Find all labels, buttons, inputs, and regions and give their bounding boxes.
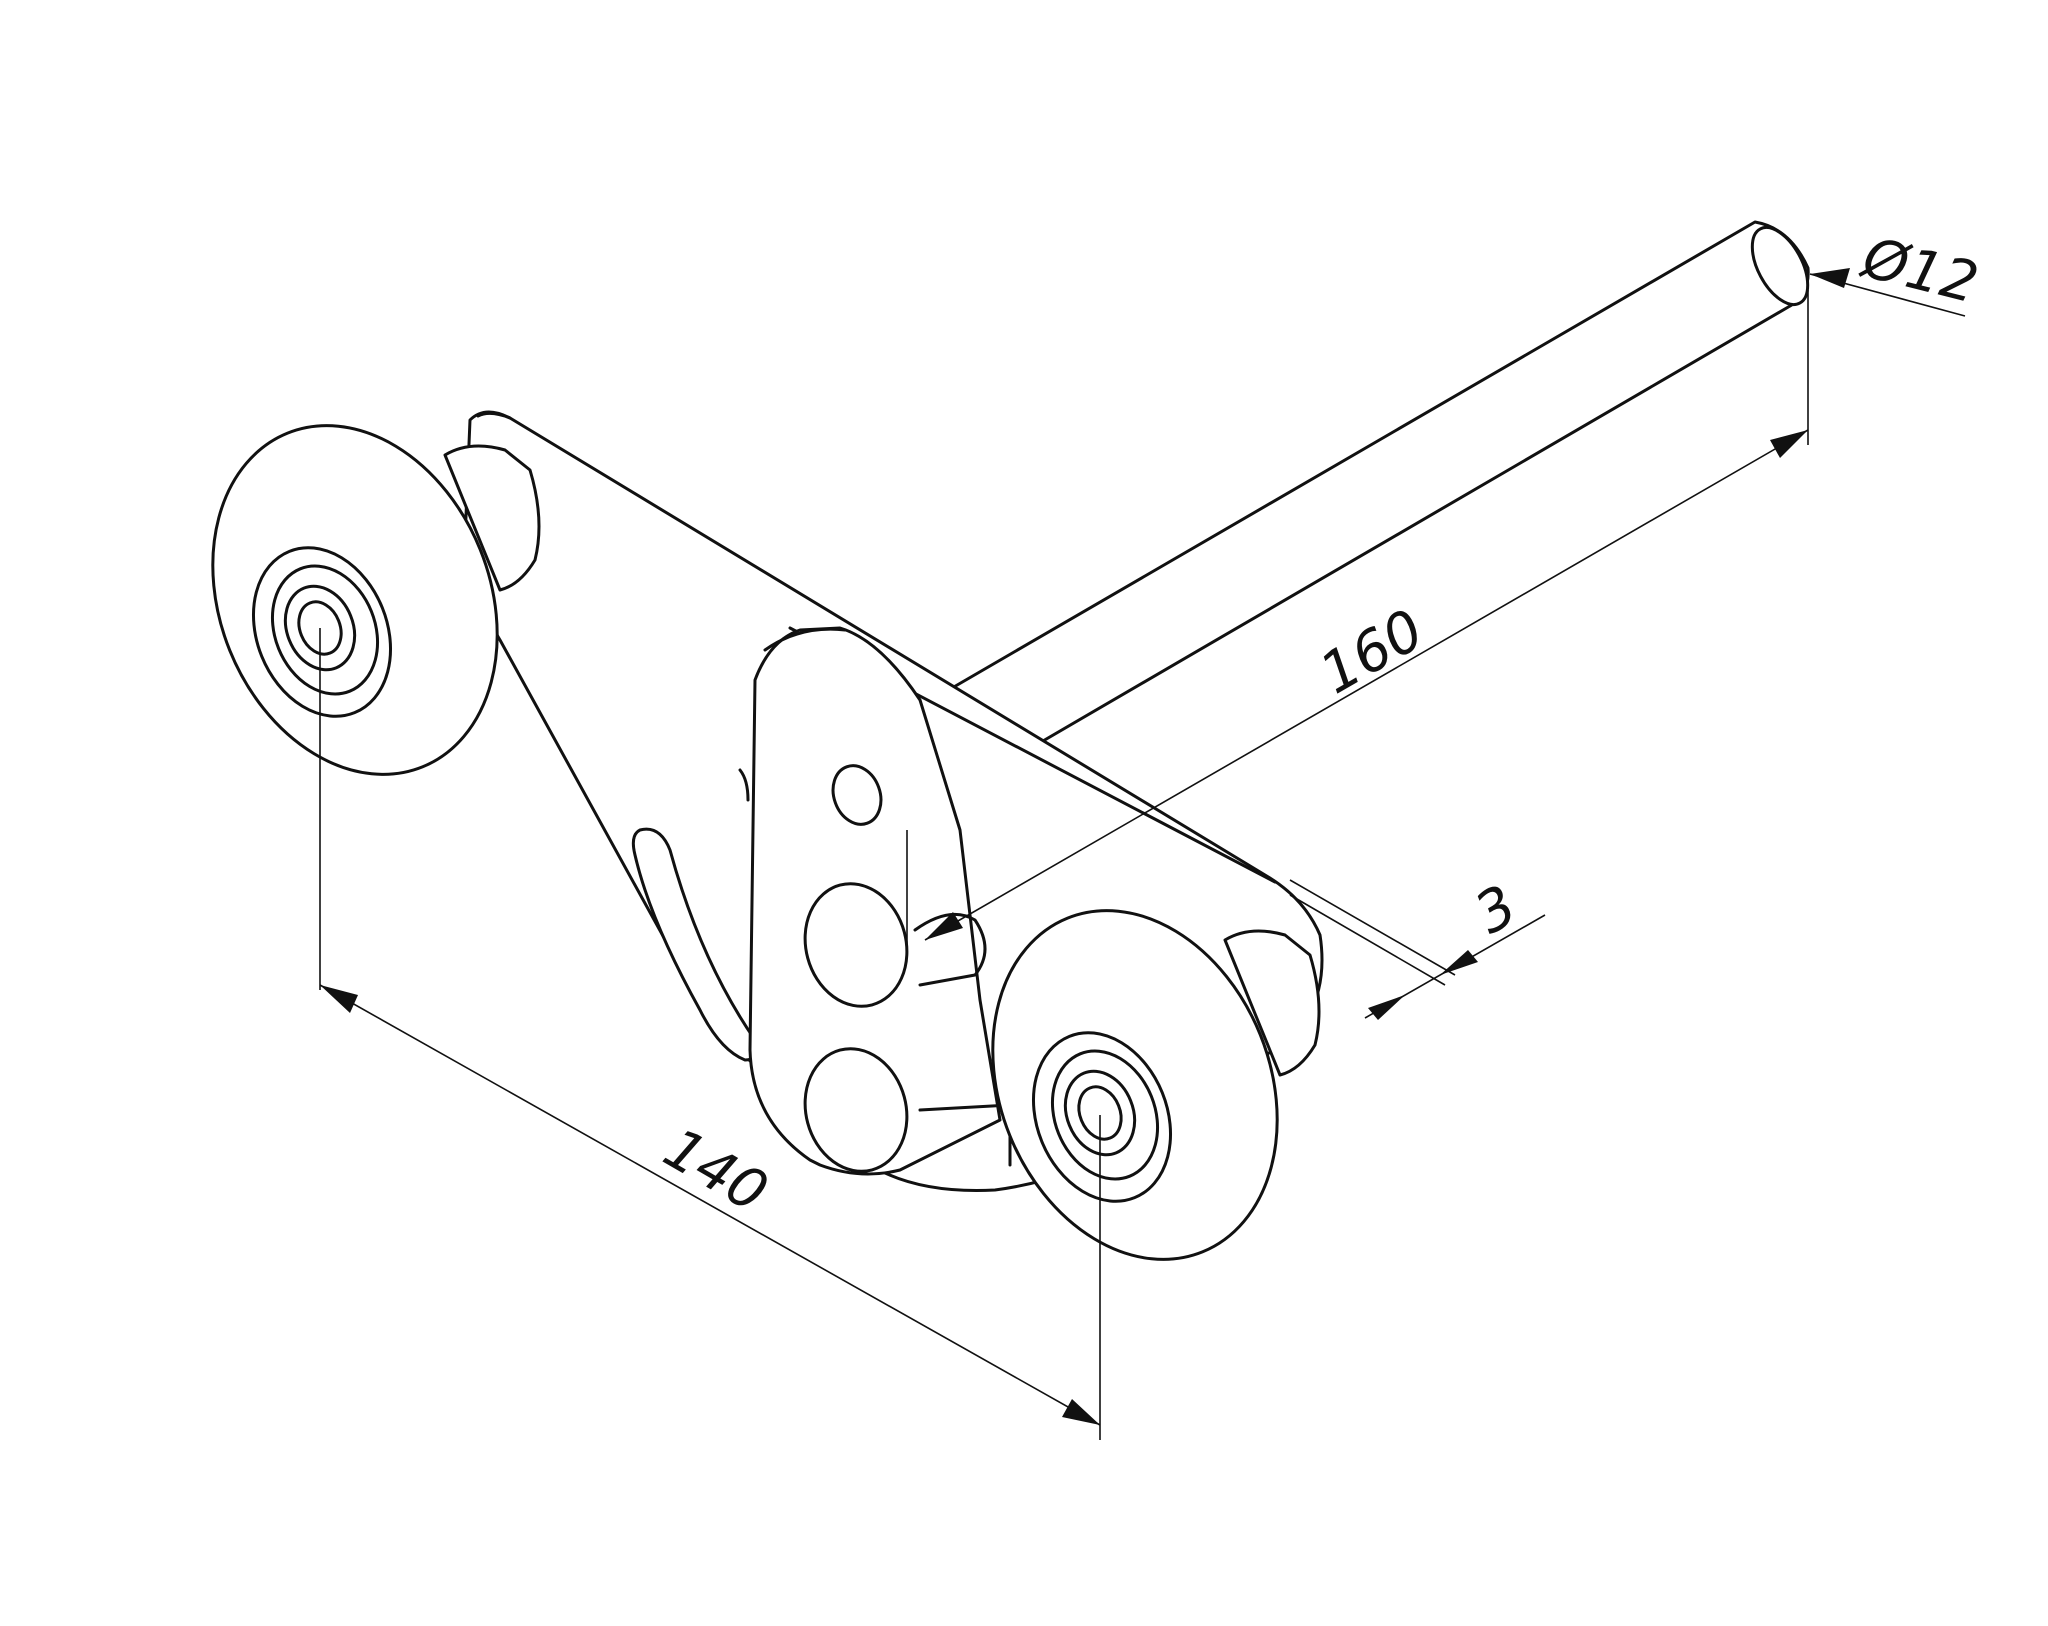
rod (938, 220, 1810, 768)
right-wheel (991, 909, 1321, 1261)
front-plate (738, 626, 1012, 1176)
dimension-160-label: 160 (1310, 597, 1435, 707)
dimension-3: 3 (1289, 873, 1546, 1020)
dimension-140-label: 140 (653, 1116, 778, 1226)
dimension-diameter-label: Ø12 (1855, 225, 1985, 316)
dimension-diameter: Ø12 (1809, 225, 1985, 317)
left-wheel (211, 424, 541, 776)
dimension-3-label: 3 (1465, 873, 1528, 947)
